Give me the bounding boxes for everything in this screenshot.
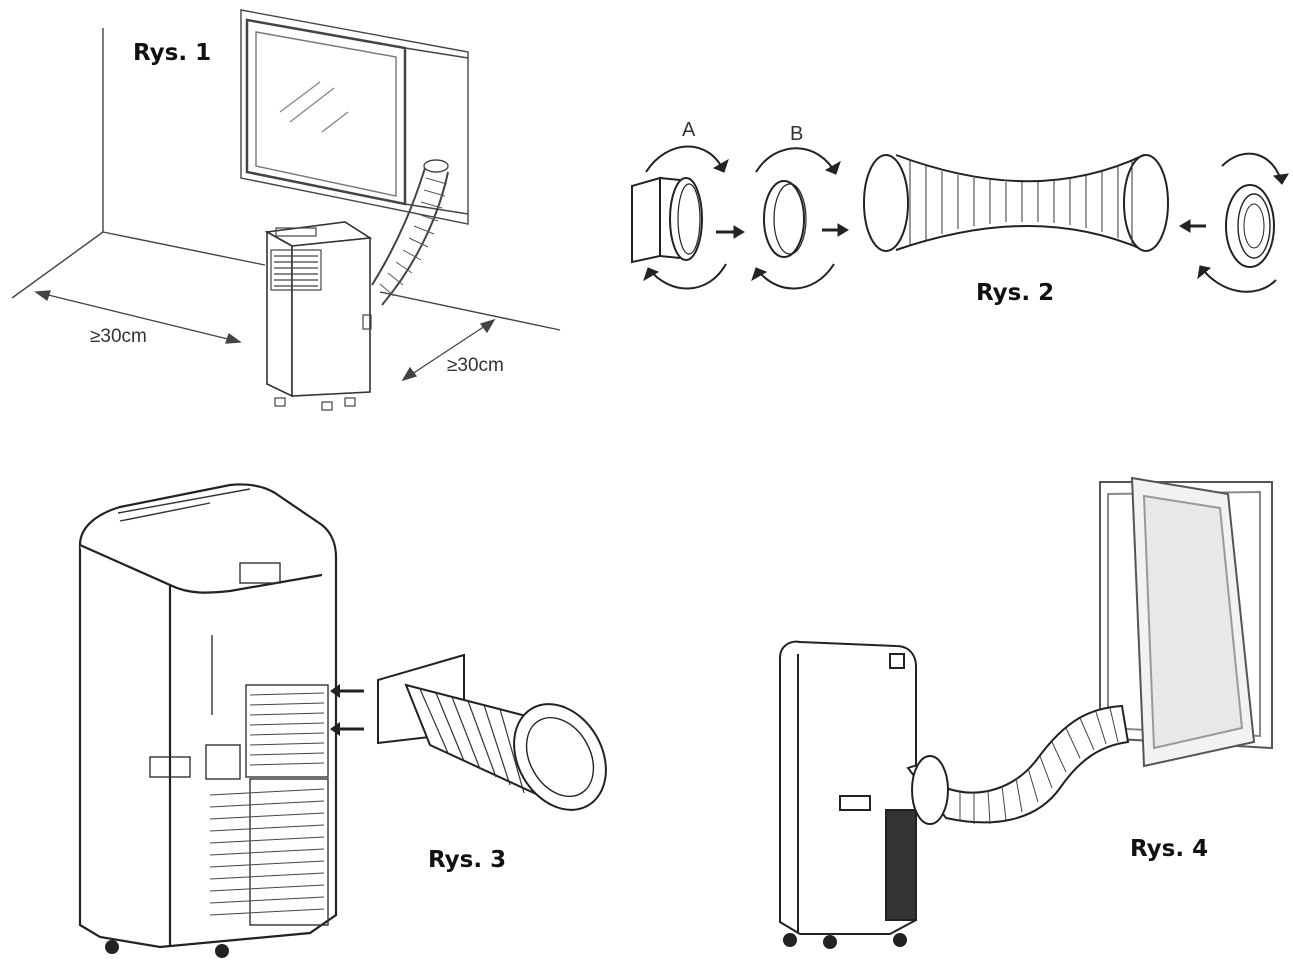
window-glass	[255, 31, 397, 197]
figure-1-label: Rys. 1	[133, 40, 212, 66]
hose-left-end	[863, 154, 909, 252]
figure-3-label: Rys. 3	[428, 847, 507, 873]
hose-adapter-fig4	[911, 755, 949, 825]
power-socket	[205, 744, 241, 780]
clearance-arrow-right	[402, 319, 495, 381]
exhaust-hose-outline-a	[371, 167, 426, 286]
exhaust-hose-outline-b	[381, 171, 449, 306]
ac-unit-fig4	[779, 640, 917, 935]
rotate-arrow-a-top	[645, 145, 725, 173]
clearance-arrow-left	[35, 291, 241, 343]
unit-adapter	[1225, 184, 1275, 268]
window-adapter-ring	[669, 177, 703, 261]
ac-front-grille	[270, 249, 322, 291]
part-b-label: B	[790, 123, 803, 145]
window-adapter-plate	[631, 176, 661, 264]
figure-4-label: Rys. 4	[1130, 836, 1209, 862]
hose-ribs-fig3	[419, 688, 525, 794]
intake-filter	[249, 778, 329, 926]
hose-ribs-fig2	[909, 160, 1133, 246]
rotate-arrow-end-bottom	[1199, 265, 1277, 293]
floor-line-right	[379, 291, 561, 331]
figure-2-drawing: A B	[631, 119, 1289, 293]
ac-top-handle	[239, 562, 281, 584]
figure-1-placement: ≥30cm ≥30cm Rys. 1	[0, 0, 600, 420]
ac-unit-fig3	[78, 483, 338, 949]
part-a-label: A	[682, 119, 696, 141]
arrowhead	[1197, 265, 1212, 280]
arrowhead	[751, 267, 768, 282]
window-frame	[245, 18, 407, 206]
rotate-arrow-a-bottom	[647, 263, 727, 290]
arrowhead	[1272, 173, 1289, 185]
connector-ring	[763, 180, 805, 258]
hose-right-end	[1123, 154, 1169, 252]
figure-3-drawing	[78, 483, 607, 958]
rotate-arrow-end-top	[1221, 152, 1283, 185]
window-outer-frame	[240, 9, 469, 225]
grille-lines	[209, 692, 325, 916]
ac-intake-filter	[885, 809, 917, 921]
arrowhead	[824, 160, 841, 175]
arrowhead	[643, 267, 660, 282]
rotate-arrow-b-bottom	[755, 263, 835, 290]
wall-floor-line-left	[11, 231, 104, 299]
figure-2-label: Rys. 2	[976, 280, 1055, 306]
ac-side-handle-fig4	[839, 795, 871, 811]
hose-window-end	[423, 159, 449, 173]
hose-ribs	[379, 177, 448, 297]
hose-ribs-fig4	[959, 707, 1119, 825]
figure-4-window-installation: Rys. 4	[760, 470, 1293, 959]
hose-top-edge	[895, 154, 1145, 183]
ac-unit-fig1	[264, 221, 373, 398]
clearance-right-label: ≥30cm	[447, 355, 504, 376]
side-handle	[149, 756, 191, 778]
ac-side-handle	[362, 314, 372, 330]
hose-bottom-edge	[895, 225, 1145, 251]
clearance-left-label: ≥30cm	[90, 326, 147, 347]
figure-3-hose-connection: Rys. 3	[60, 475, 620, 959]
exhaust-grille	[245, 684, 329, 778]
figure-2-assembly: A B Rys. 2	[610, 100, 1293, 320]
figure-1-drawing: ≥30cm ≥30cm	[11, 9, 561, 411]
rotate-arrow-b-top	[755, 147, 837, 175]
arrowhead	[712, 158, 729, 173]
ac-control-panel	[275, 227, 317, 237]
figure-4-drawing	[779, 476, 1273, 949]
wall-floor-line-back	[102, 231, 251, 263]
